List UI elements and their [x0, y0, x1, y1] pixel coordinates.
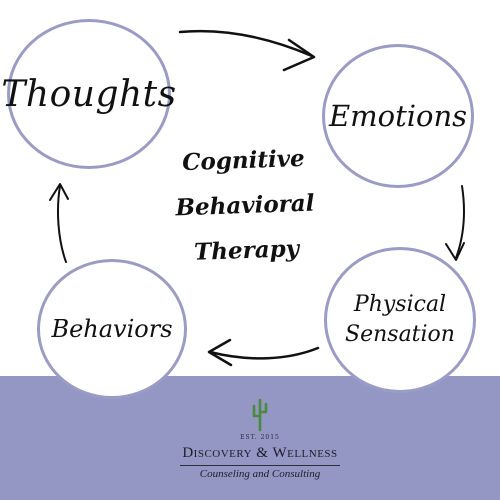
node-physical-sensation-label: Physical Sensation [345, 292, 455, 347]
node-thoughts: Thoughts [1, 19, 176, 169]
cactus-icon [252, 398, 268, 432]
arrow-head-behaviors-to-thoughts [49, 183, 69, 201]
logo-brand-name: Discovery & Wellness [182, 445, 338, 461]
arrow-thoughts-to-emotions [178, 29, 314, 58]
arrow-head-thoughts-to-emotions [282, 38, 316, 72]
logo-established: EST. 2015 [240, 434, 280, 441]
logo-subtitle: Counseling and Consulting [199, 468, 321, 480]
node-physical-sensation: Physical Sensation [324, 247, 476, 393]
arrow-behaviors-to-thoughts [57, 185, 67, 263]
node-thoughts-label: Thoughts [1, 73, 177, 115]
arrow-head-physical-to-behaviors [207, 338, 233, 367]
node-behaviors: Behaviors [37, 259, 187, 399]
arrow-physical-to-behaviors [208, 346, 320, 360]
node-behaviors-label: Behaviors [51, 315, 173, 343]
logo-divider [180, 465, 340, 466]
center-title: Cognitive Behavioral Therapy [175, 144, 315, 266]
footer-band [0, 376, 500, 500]
arrow-head-emotions-to-physical [445, 242, 465, 261]
arrow-emotions-to-physical [455, 185, 465, 259]
brand-logo: EST. 2015 Discovery & Wellness Counselin… [150, 398, 370, 490]
node-emotions: Emotions [322, 44, 474, 188]
node-emotions-label: Emotions [328, 99, 468, 133]
